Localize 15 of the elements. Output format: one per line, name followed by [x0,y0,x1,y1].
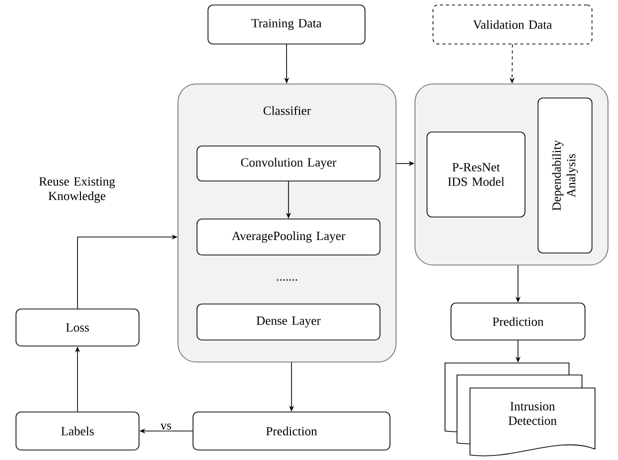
layer-box: Convolution Layer [196,146,380,182]
process-box: Loss [16,308,140,346]
analysis-box: Dependability Analysis [538,98,592,254]
edge-label: vs [159,422,173,431]
multi-document: Intrusion Detection [444,362,596,456]
model-box: P-ResNet IDS Model [426,132,526,218]
process-box: Training Data [208,4,366,44]
ellipsis-dots: ....... [276,279,298,281]
layer-box: Dense Layer [196,304,380,340]
layer-box: AveragePooling Layer [196,218,380,256]
process-box: Labels [16,412,140,450]
edge-label: Reuse Existing Knowledge [39,177,115,203]
input-box: Validation Data [432,4,592,44]
process-box: Prediction [450,302,586,340]
process-box: Prediction [192,412,390,450]
